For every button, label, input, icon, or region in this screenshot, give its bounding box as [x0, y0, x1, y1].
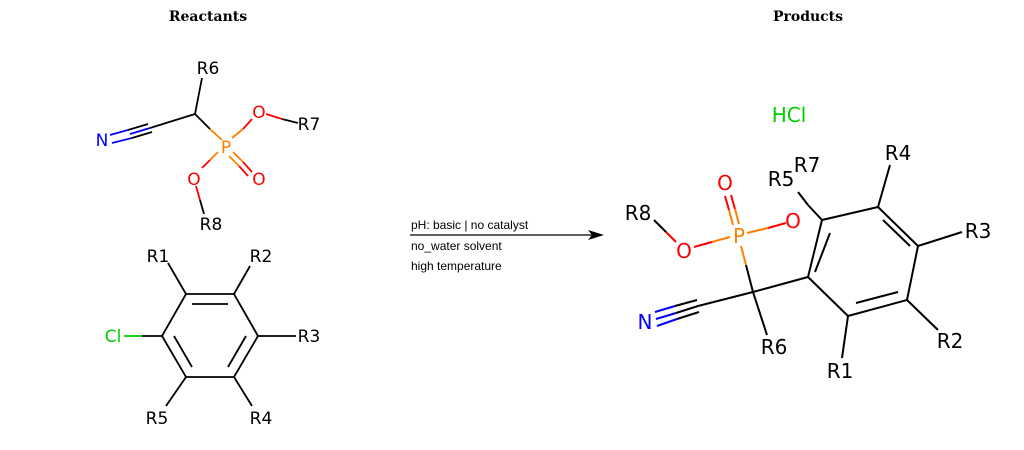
product-atom-o-double: O — [717, 171, 733, 195]
atom-o-top: O — [252, 103, 265, 123]
reactant-phosphonate — [109, 77, 299, 215]
product-label-r7: R7 — [794, 153, 821, 177]
product-label-r5: R5 — [768, 167, 795, 191]
atom-o-bottom: O — [187, 170, 200, 190]
condition-temperature: high temperature — [411, 259, 502, 273]
label-r8: R8 — [200, 215, 223, 235]
product-label-r1: R1 — [827, 359, 854, 383]
product-atom-p: P — [733, 224, 745, 248]
label-r3: R3 — [298, 327, 321, 347]
label-r1: R1 — [147, 247, 170, 267]
atom-p: P — [221, 138, 231, 158]
product-atom-o-ester1: O — [676, 239, 692, 263]
reaction-arrow — [410, 230, 604, 240]
product-label-r6: R6 — [761, 335, 788, 359]
product-main — [653, 164, 963, 359]
product-hcl: HCl — [772, 103, 807, 127]
product-atom-n: N — [638, 310, 653, 334]
product-label-r8: R8 — [625, 201, 652, 225]
label-r4: R4 — [250, 409, 273, 429]
product-label-r4: R4 — [885, 141, 912, 165]
label-r6: R6 — [197, 59, 220, 79]
label-r7: R7 — [298, 115, 321, 135]
condition-ph-catalyst: pH: basic | no catalyst — [411, 218, 529, 232]
reactants-header: Reactants — [169, 9, 247, 25]
products-header: Products — [773, 9, 843, 25]
reactant-chlorobenzene — [124, 262, 296, 407]
product-atom-o-ester2: O — [785, 209, 801, 233]
atom-cl: Cl — [105, 327, 122, 347]
atom-n: N — [96, 131, 109, 151]
label-r5: R5 — [146, 409, 169, 429]
label-r2: R2 — [250, 247, 273, 267]
condition-solvent: no_water solvent — [411, 239, 502, 253]
atom-o-double: O — [252, 170, 265, 190]
product-label-r2: R2 — [937, 329, 964, 353]
product-label-r3: R3 — [965, 219, 992, 243]
